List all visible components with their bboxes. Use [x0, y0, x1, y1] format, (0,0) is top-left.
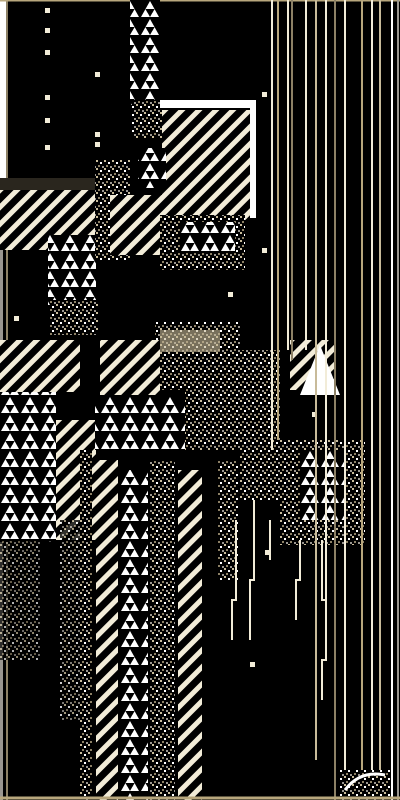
- lower-column-structure: [60, 450, 238, 800]
- middle-band-structure: [95, 322, 365, 545]
- upper-center-structure: [95, 0, 256, 270]
- bottom-right-flourish: [340, 770, 390, 800]
- left-block-structure: [0, 178, 100, 660]
- right-branch-lines: [231, 500, 327, 700]
- right-vertical-rails: [271, 0, 399, 800]
- dot-column-left: [14, 8, 317, 667]
